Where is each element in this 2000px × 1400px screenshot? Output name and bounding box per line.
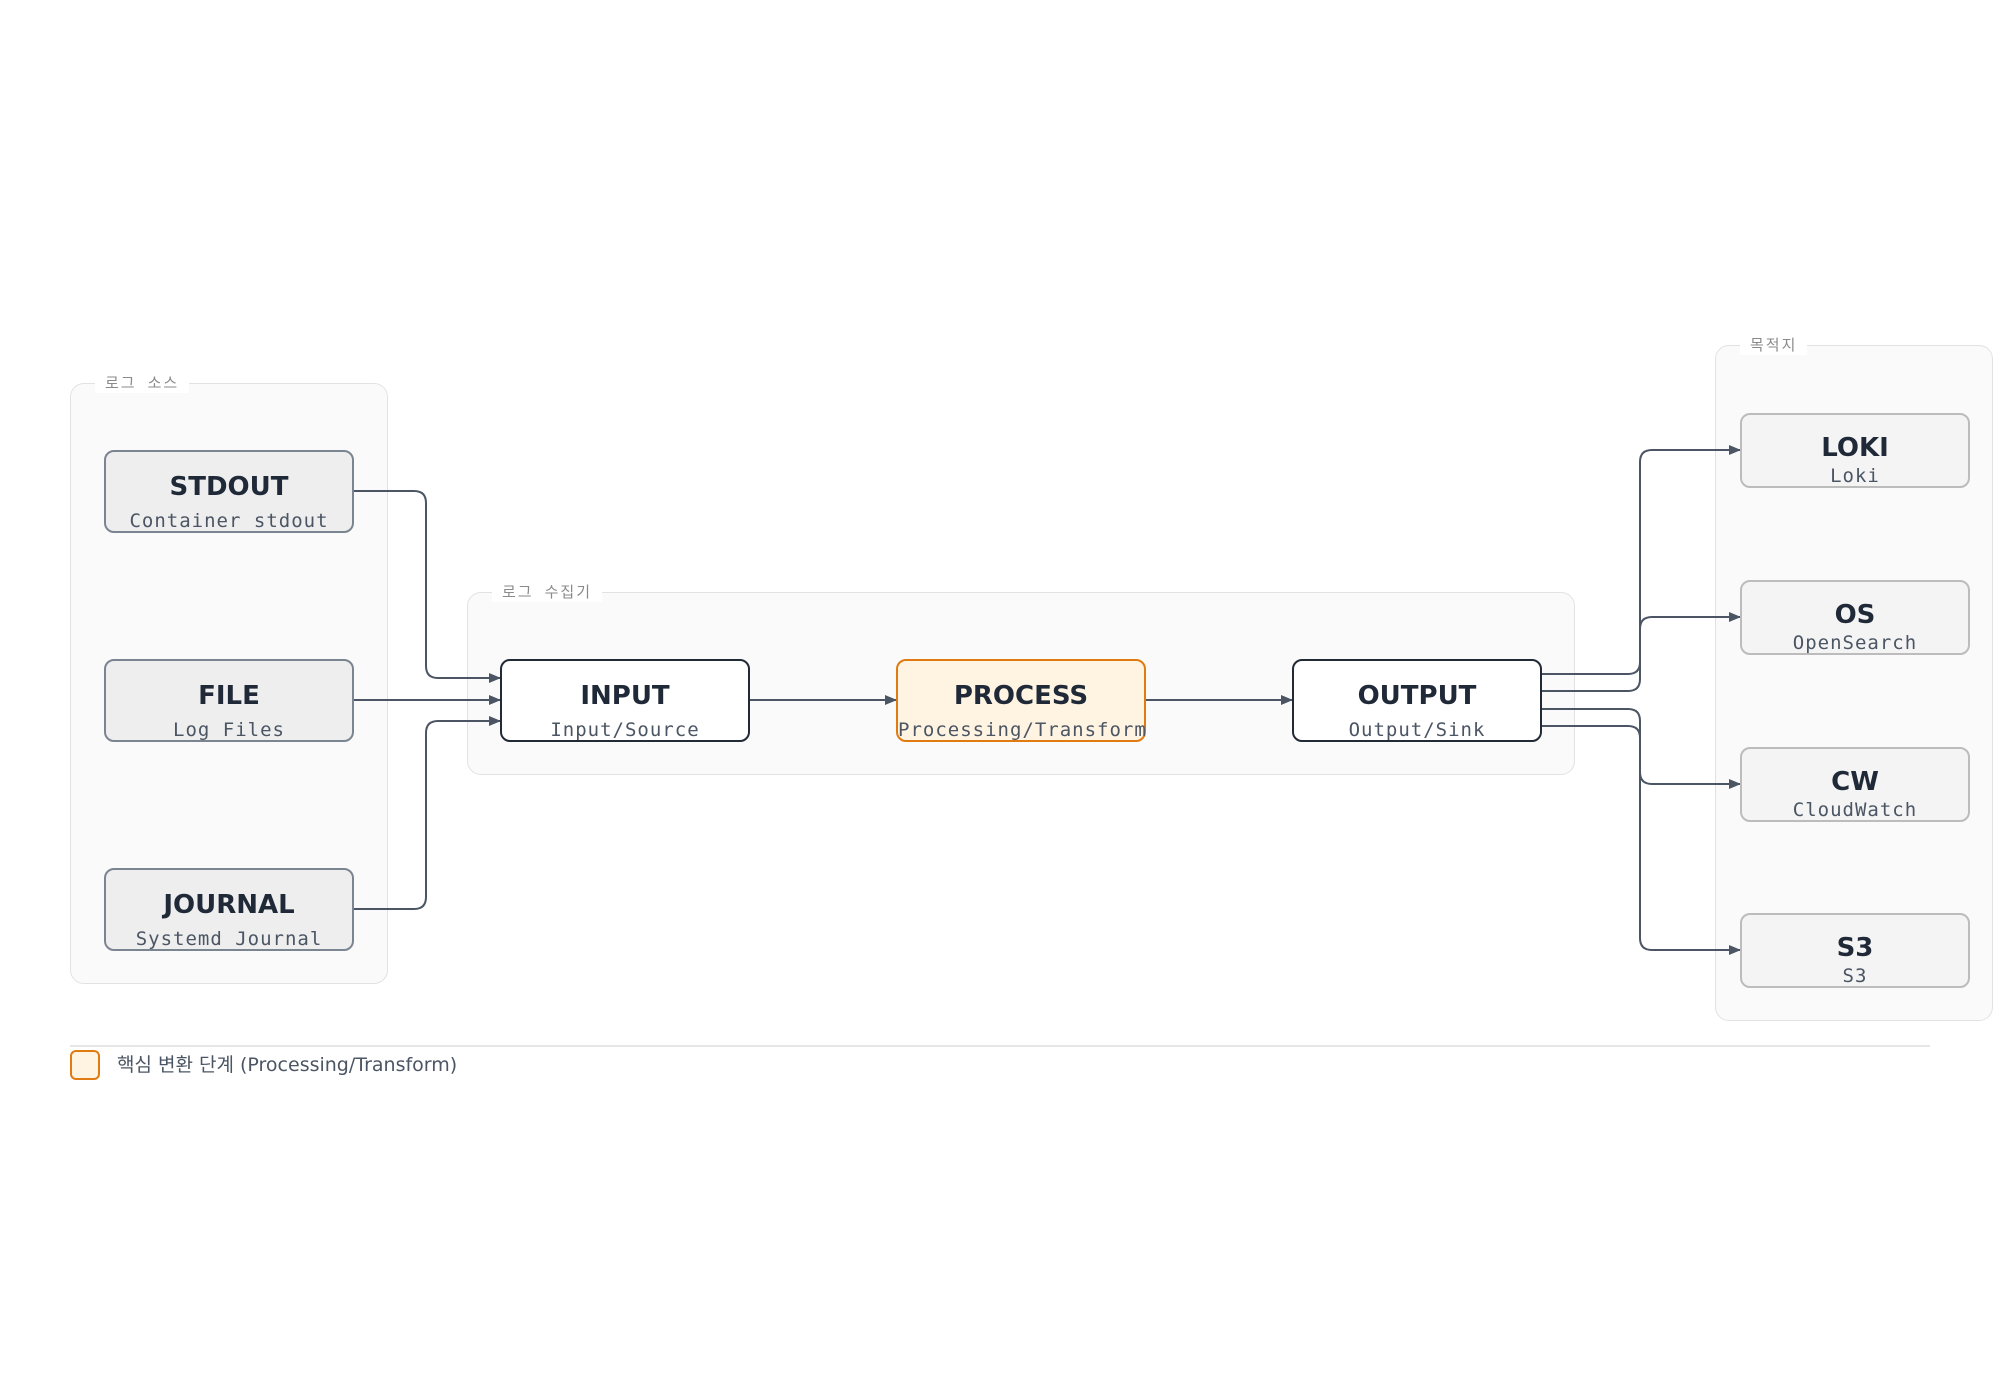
legend-label: 핵심 변환 단계 (Processing/Transform) [117, 1054, 458, 1076]
node-s3-title: S3 [1836, 933, 1874, 963]
node-loki-subtitle: Loki [1830, 465, 1880, 487]
edge-output-s3 [1542, 725, 1741, 955]
node-stdout-subtitle: Container stdout [129, 510, 329, 532]
node-os-title: OS [1834, 600, 1876, 630]
node-process-subtitle: Processing/Transform [898, 719, 1147, 741]
node-process-title: PROCESS [953, 681, 1089, 711]
node-process[interactable]: PROCESS Processing/Transform [896, 659, 1146, 742]
node-file[interactable]: FILE Log Files [104, 659, 354, 742]
node-output[interactable]: OUTPUT Output/Sink [1292, 659, 1542, 742]
edge-stdout-input [354, 490, 501, 683]
edge-journal-input [354, 716, 501, 910]
node-input[interactable]: INPUT Input/Source [500, 659, 750, 742]
group-label-log-collector: 로그 수집기 [492, 582, 603, 602]
node-input-title: INPUT [580, 681, 670, 711]
legend-swatch-highlight [70, 1050, 100, 1080]
edge-output-os [1542, 612, 1741, 692]
group-label-destinations: 목적지 [1740, 335, 1808, 355]
node-journal[interactable]: JOURNAL Systemd Journal [104, 868, 354, 951]
node-file-subtitle: Log Files [173, 719, 285, 741]
edge-output-loki [1542, 445, 1741, 675]
node-stdout-title: STDOUT [169, 472, 289, 502]
legend-divider [70, 1045, 1930, 1047]
group-label-log-sources: 로그 소스 [95, 373, 190, 393]
node-os-subtitle: OpenSearch [1792, 632, 1918, 654]
node-os[interactable]: OS OpenSearch [1740, 580, 1970, 655]
node-file-title: FILE [198, 681, 260, 711]
node-s3-subtitle: S3 [1842, 965, 1868, 987]
node-s3[interactable]: S3 S3 [1740, 913, 1970, 988]
node-output-title: OUTPUT [1357, 681, 1477, 711]
node-cw-subtitle: CloudWatch [1792, 799, 1918, 821]
node-journal-title: JOURNAL [163, 890, 295, 920]
node-stdout[interactable]: STDOUT Container stdout [104, 450, 354, 533]
node-input-subtitle: Input/Source [550, 719, 700, 741]
node-loki-title: LOKI [1821, 433, 1889, 463]
node-cw[interactable]: CW CloudWatch [1740, 747, 1970, 822]
node-output-subtitle: Output/Sink [1348, 719, 1486, 741]
node-cw-title: CW [1831, 767, 1879, 797]
node-loki[interactable]: LOKI Loki [1740, 413, 1970, 488]
node-journal-subtitle: Systemd Journal [135, 928, 323, 950]
